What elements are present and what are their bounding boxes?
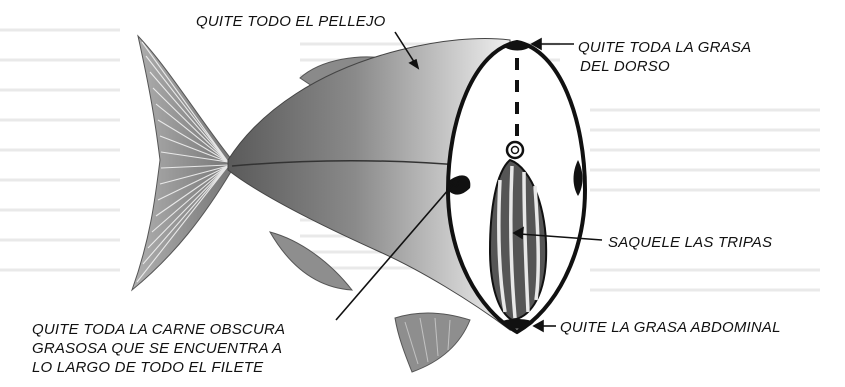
cross-section xyxy=(445,39,588,335)
lateral-line xyxy=(231,159,471,167)
label-remove-belly-fat: QUITE LA GRASA ABDOMINAL xyxy=(560,319,781,336)
label-remove-skin: QUITE TODO EL PELLEJO xyxy=(196,13,386,30)
leader-lines xyxy=(335,31,603,333)
label-remove-dark-meat-line1: QUITE TODA LA CARNE OBSCURA xyxy=(32,321,286,338)
label-remove-dorsal-fat-line1: QUITE TODA LA GRASA xyxy=(578,39,752,56)
label-remove-dark-meat-line2: GRASOSA QUE SE ENCUENTRA A xyxy=(32,340,283,357)
dark-meat-right xyxy=(573,160,583,196)
label-remove-guts: SAQUELE LAS TRIPAS xyxy=(608,234,773,251)
label-remove-dark-meat: QUITE TODA LA CARNE OBSCURA GRASOSA QUE … xyxy=(32,320,285,377)
anal-fin-icon xyxy=(394,312,471,373)
label-remove-dorsal-fat-line2: DEL DORSO xyxy=(580,58,670,75)
pelvic-fin-icon xyxy=(268,231,354,291)
belly-fat-mark xyxy=(500,319,534,329)
dorsal-fat-mark xyxy=(503,41,531,51)
label-remove-dorsal-fat: QUITE TODA LA GRASA DEL DORSO xyxy=(578,38,751,76)
tail-fin-icon xyxy=(130,34,233,292)
guts-icon xyxy=(488,158,548,322)
label-remove-dark-meat-line3: LO LARGO DE TODO EL FILETE xyxy=(32,359,264,376)
